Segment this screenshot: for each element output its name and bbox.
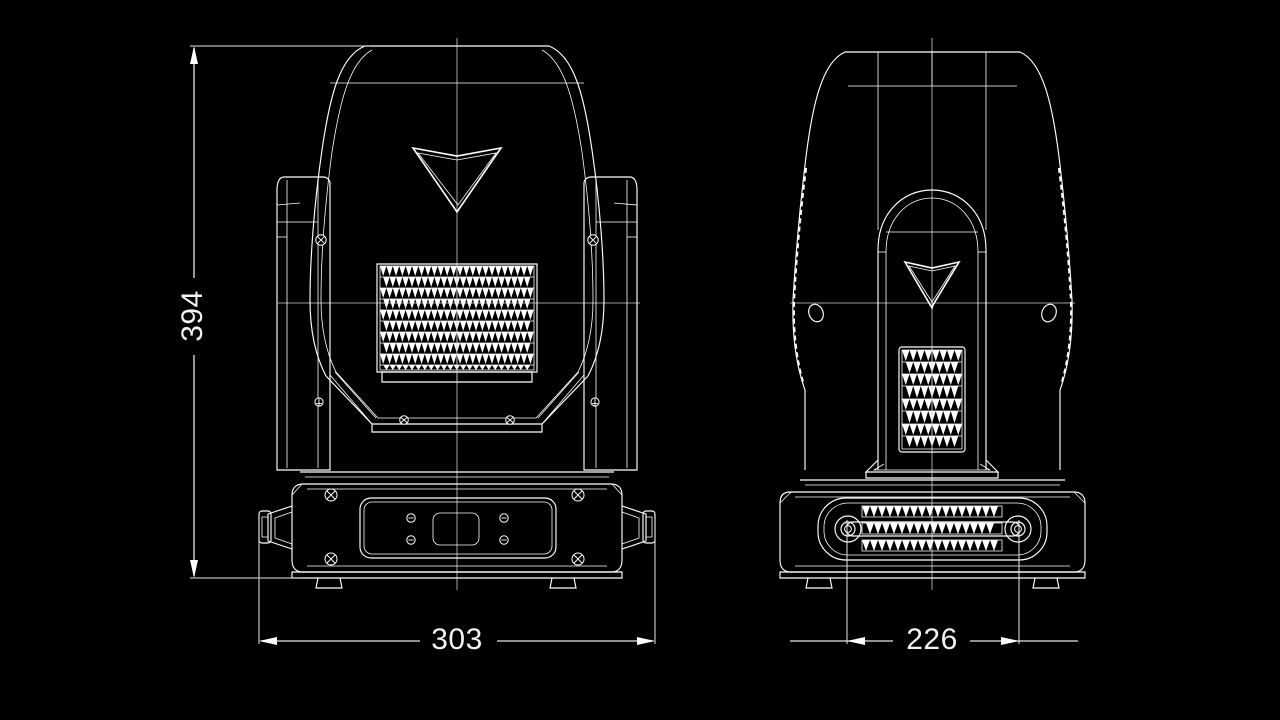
dimension-label-front-width: 303	[431, 623, 483, 656]
dimension-front-width-303: 303	[259, 519, 655, 656]
side-tilt-pivot-right	[1039, 302, 1059, 324]
arrowhead-down	[190, 560, 198, 578]
side-view	[780, 38, 1085, 590]
side-inner-module	[878, 190, 986, 470]
side-base	[780, 480, 1085, 588]
dimension-height-394: 394	[176, 46, 370, 578]
front-base	[259, 472, 655, 588]
front-head-shell	[310, 46, 604, 376]
side-vent-ribs-left	[794, 168, 806, 382]
side-head-base-transition	[866, 460, 998, 478]
front-head-lower-shroud	[326, 372, 588, 432]
front-led-array	[377, 264, 537, 382]
arrowhead-up	[190, 46, 198, 64]
front-yoke-arm-right	[584, 177, 637, 470]
side-led-array	[899, 347, 965, 452]
dimension-label-height: 394	[176, 290, 209, 342]
side-pan-boss-right	[1005, 516, 1031, 542]
front-head-chevron-logo	[413, 148, 501, 212]
front-view	[259, 38, 655, 590]
base-display-window	[433, 513, 479, 545]
side-head-chevron-logo	[905, 262, 959, 308]
side-pan-boss-left	[835, 516, 861, 542]
base-display-panel	[360, 498, 556, 558]
arrowhead-right	[637, 637, 655, 645]
arrowhead-left	[847, 637, 865, 645]
side-tilt-pivot-left	[806, 302, 826, 324]
front-yoke-arm-left	[277, 177, 330, 470]
arrowhead-right	[1001, 637, 1019, 645]
side-vent-ribs-right	[1059, 168, 1071, 382]
arrowhead-left	[259, 637, 277, 645]
front-shroud-screws	[400, 416, 515, 425]
dimension-label-side-width: 226	[906, 623, 958, 656]
side-base-vent-grille	[818, 498, 1047, 560]
base-corner-screws	[325, 489, 584, 565]
dimension-side-width-226: 226	[790, 520, 1078, 656]
front-yoke-inner-trim	[330, 372, 584, 424]
base-panel-screws	[407, 514, 508, 544]
side-head-shell	[793, 52, 1072, 470]
